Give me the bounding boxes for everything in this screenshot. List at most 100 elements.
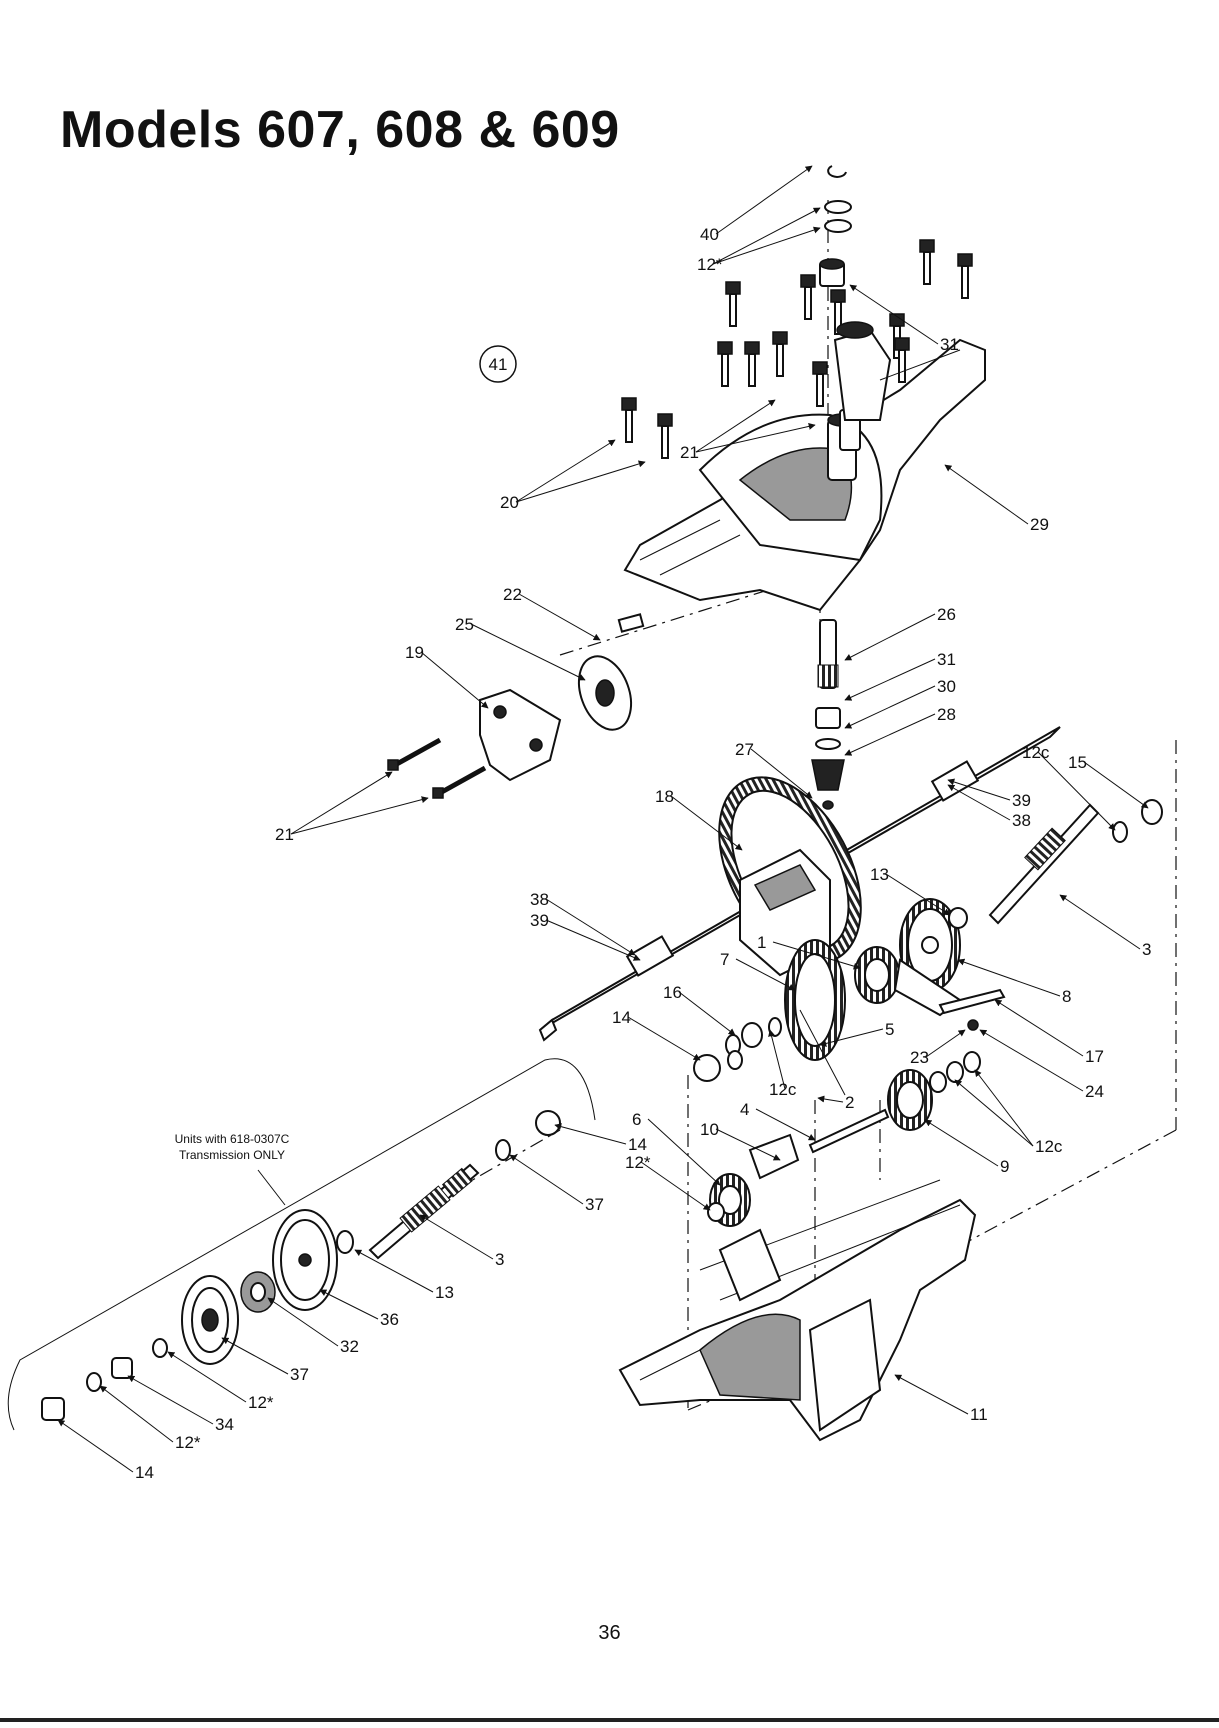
- callout-number: 14: [612, 1008, 631, 1027]
- callout-40: 12*: [625, 1153, 710, 1210]
- callout-number: 24: [1085, 1082, 1104, 1101]
- callout-number: 38: [1012, 811, 1031, 830]
- callout-number: 5: [885, 1020, 894, 1039]
- leader-line: [895, 1375, 968, 1414]
- callout-number: 12*: [248, 1393, 274, 1412]
- callout-19: 39: [948, 780, 1031, 810]
- callout-number: 14: [628, 1135, 647, 1154]
- hex-bolt: [718, 342, 732, 386]
- callout-number: 38: [530, 890, 549, 909]
- right-bushings: [949, 800, 1162, 928]
- callout-50: 34: [128, 1376, 234, 1434]
- callout-45: 13: [355, 1250, 454, 1302]
- hex-bolt: [801, 275, 815, 319]
- hex-bolt: [920, 240, 934, 284]
- callout-number: 18: [655, 787, 674, 806]
- leader-line: [975, 1070, 1033, 1146]
- callout-number: 2: [845, 1093, 854, 1112]
- small-spacers: [694, 1018, 781, 1081]
- callout-number: 11: [970, 1405, 988, 1424]
- callout-16: 15: [1068, 753, 1148, 808]
- leader-line: [995, 1000, 1083, 1056]
- callout-53: 11: [895, 1375, 988, 1424]
- hex-bolt: [895, 338, 909, 382]
- hex-bolt: [622, 398, 636, 442]
- leader-line: [1060, 895, 1140, 949]
- callout-number: 31: [937, 650, 956, 669]
- long-bolts-left: [388, 740, 485, 798]
- callout-15: 21: [275, 772, 428, 844]
- callout-number: 39: [1012, 791, 1031, 810]
- callout-number: 39: [530, 911, 549, 930]
- callout-1: 40: [700, 166, 812, 244]
- callout-43: 12c: [955, 1070, 1063, 1156]
- washer-stack: [825, 201, 851, 232]
- chain-and-sprocket: [785, 940, 845, 1095]
- callout-number: 29: [1030, 515, 1049, 534]
- brake-bracket: [480, 690, 560, 780]
- hex-bolt: [813, 362, 827, 406]
- left-output-shaft: [370, 1165, 478, 1258]
- lower-housing: [620, 1180, 975, 1440]
- input-shaft-column: [812, 620, 844, 809]
- leader-line: [845, 686, 935, 728]
- callout-number: 12*: [697, 255, 723, 274]
- leader-line: [845, 659, 935, 700]
- callout-28: 16: [663, 983, 735, 1035]
- leader-line: [641, 1162, 710, 1210]
- callout-41: 37: [510, 1155, 604, 1214]
- leader-line: [546, 899, 635, 955]
- leader-line: [716, 166, 812, 234]
- large-pulley: [273, 1210, 337, 1310]
- callout-21: 13: [870, 865, 950, 915]
- hex-bolt: [745, 342, 759, 386]
- callout-number: 30: [937, 677, 956, 696]
- callout-number: 21: [680, 443, 699, 462]
- callout-number: 12c: [1022, 743, 1050, 762]
- option-note-line-2: Transmission ONLY: [179, 1148, 285, 1162]
- key: [619, 614, 643, 631]
- callout-52: 14: [58, 1420, 154, 1482]
- callout-29: 17: [995, 1000, 1104, 1066]
- leader-line: [713, 228, 820, 264]
- left-washers-bushings: [42, 1339, 167, 1420]
- leader-line: [320, 1290, 378, 1319]
- bushing-top: [820, 259, 844, 286]
- leader-line: [845, 614, 935, 660]
- callout-number: 14: [135, 1463, 154, 1482]
- idler-gear: [888, 1070, 932, 1130]
- leader-line: [555, 1125, 626, 1144]
- callout-number: 7: [720, 950, 729, 969]
- leader-line: [355, 1250, 433, 1292]
- callout-number: 25: [455, 615, 474, 634]
- callout-number: 13: [435, 1283, 454, 1302]
- callout-number: 27: [735, 740, 754, 759]
- callout-36: 4: [740, 1100, 815, 1140]
- leader-line: [679, 992, 735, 1035]
- hex-bolt: [658, 414, 672, 458]
- hex-bolt: [958, 254, 972, 298]
- upper-housing: [625, 322, 985, 610]
- callout-number: 13: [870, 865, 889, 884]
- option-note-leader: [258, 1170, 285, 1205]
- callout-number: 8: [1062, 987, 1071, 1006]
- callout-number: 19: [405, 643, 424, 662]
- callout-number: 26: [937, 605, 956, 624]
- hex-bolt: [726, 282, 740, 326]
- leader-line: [58, 1420, 133, 1472]
- callout-13: 28: [845, 705, 956, 755]
- hub-nut: [241, 1272, 275, 1312]
- callout-number: 10: [700, 1120, 719, 1139]
- callout-number: 9: [1000, 1157, 1009, 1176]
- callout-number: 22: [503, 585, 522, 604]
- callout-number: 15: [1068, 753, 1087, 772]
- callout-number: 12c: [769, 1080, 797, 1099]
- callout-5: 20: [500, 440, 645, 512]
- callout-number: 16: [663, 983, 682, 1002]
- drive-pulley: [182, 1276, 238, 1364]
- leader-line: [955, 1080, 1033, 1146]
- callout-number: 32: [340, 1337, 359, 1356]
- hex-bolt: [773, 332, 787, 376]
- callout-44: 3: [420, 1215, 504, 1269]
